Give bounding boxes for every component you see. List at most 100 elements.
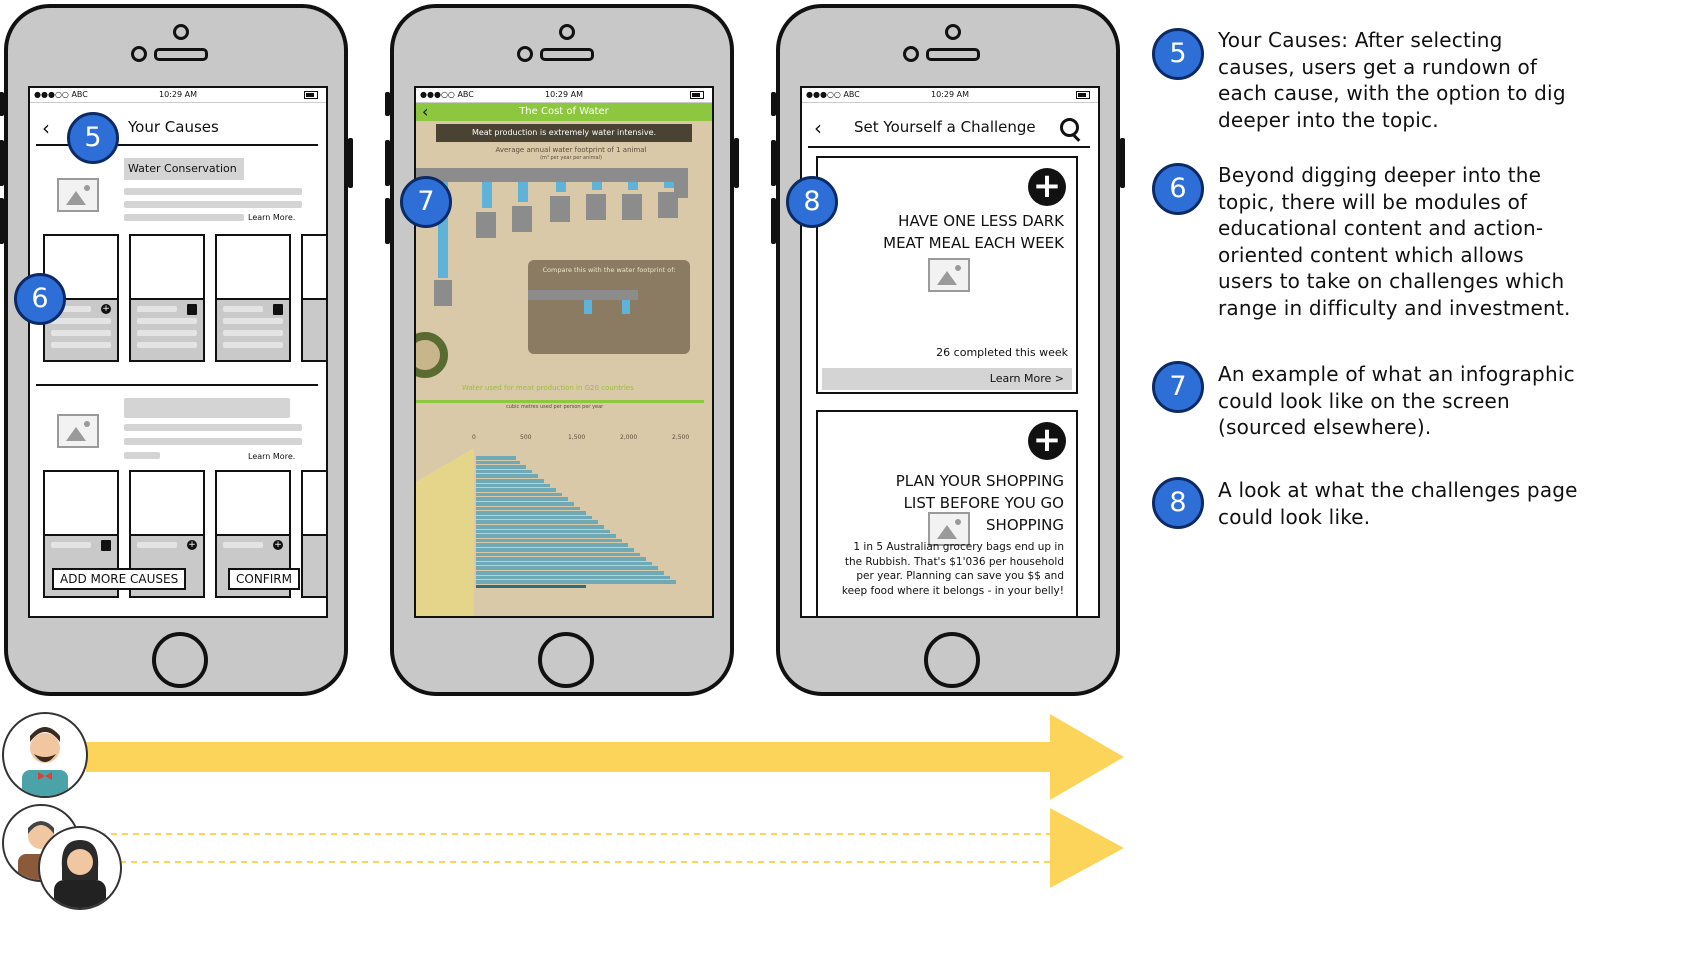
sensor-dot [559, 24, 575, 40]
camera-dot [903, 46, 919, 62]
time-label: 10:29 AM [159, 90, 197, 99]
module-card[interactable] [129, 234, 205, 362]
screen-your-causes: ●●●○○ ABC 10:29 AM ‹ Your Causes Water C… [28, 86, 328, 618]
water-stream [584, 300, 592, 314]
add-more-causes-button[interactable]: ADD MORE CAUSES [52, 568, 187, 590]
side-button [1120, 138, 1125, 188]
chart-subtitle: cubic metres used per person per year [506, 404, 604, 410]
note-number-8: 8 [1152, 477, 1204, 529]
divider [808, 146, 1090, 148]
water-stream [518, 182, 528, 202]
water-stream [622, 300, 630, 314]
side-button [771, 92, 776, 116]
learn-more-link[interactable]: Learn More. [248, 452, 296, 461]
text-placeholder [124, 424, 302, 431]
phone-mockup-infographic: ●●●○○ ABC 10:29 AM The Cost of Water ‹ M… [385, 4, 739, 696]
journey-arrows [86, 714, 1124, 888]
carrier-label: ●●●○○ ABC [806, 90, 860, 99]
time-label: 10:29 AM [545, 90, 583, 99]
infographic-banner: Meat production is extremely water inten… [436, 124, 692, 142]
learn-more-bar[interactable]: Learn More > [822, 368, 1072, 390]
animal-tile [512, 206, 532, 232]
primary-arrow-shaft [86, 742, 1052, 772]
status-bar: ●●●○○ ABC 10:29 AM [30, 88, 326, 103]
module-card-partial[interactable] [301, 234, 326, 362]
speaker-slot [540, 48, 594, 61]
home-button[interactable] [152, 632, 208, 688]
carrier-label: ●●●○○ ABC [34, 90, 88, 99]
chart-tick: 500 [520, 434, 532, 441]
learn-more-button[interactable]: Learn More > [989, 372, 1064, 385]
confirm-button[interactable]: CONFIRM [228, 568, 300, 590]
chart-bar [476, 561, 652, 566]
side-button [734, 138, 739, 188]
infographic-subtitle: Average annual water footprint of 1 anim… [495, 146, 647, 154]
chart-bar [476, 488, 556, 492]
chart-bar [476, 483, 550, 488]
plus-icon[interactable]: + [101, 304, 111, 314]
back-chevron-icon[interactable]: ‹ [422, 102, 429, 121]
chart-tick: 2,000 [620, 434, 638, 441]
home-button[interactable] [924, 632, 980, 688]
divider [36, 144, 318, 146]
challenge-card[interactable]: + HAVE ONE LESS DARK MEAT MEAL EACH WEEK… [816, 156, 1078, 394]
challenge-description: 1 in 5 Australian grocery bags end up in… [841, 541, 1064, 597]
chart-bar [476, 552, 640, 557]
chart-bar [476, 543, 628, 547]
callout-badge-8: 8 [786, 176, 838, 228]
decorative-glow [416, 448, 474, 616]
back-chevron-icon[interactable]: ‹ [42, 116, 50, 140]
compare-box: Compare this with the water footprint of… [528, 260, 690, 354]
status-bar: ●●●○○ ABC 10:29 AM [416, 88, 712, 103]
chart-bar [476, 534, 616, 538]
speaker-slot [154, 48, 208, 61]
add-challenge-plus-icon[interactable]: + [1028, 168, 1066, 206]
side-button [771, 140, 776, 186]
chart-bar [476, 571, 664, 575]
note-number-6: 6 [1152, 163, 1204, 215]
infographic-header: The Cost of Water [416, 103, 712, 121]
text-placeholder [124, 452, 160, 459]
side-button [385, 198, 390, 244]
text-placeholder [124, 214, 244, 221]
phone-mockup-challenges: ●●●○○ ABC 10:29 AM ‹ Set Yourself a Chal… [771, 4, 1125, 696]
chart-bar [476, 520, 598, 524]
side-button [348, 138, 353, 188]
chart-bar [476, 511, 586, 515]
title-placeholder [124, 398, 290, 418]
animal-tile [550, 196, 570, 222]
compare-label: Compare this with the water footprint of… [542, 266, 676, 274]
chart-bar [476, 557, 646, 561]
module-card-partial[interactable] [301, 470, 326, 598]
animal-tile [622, 194, 642, 220]
animal-tile [476, 212, 496, 238]
water-stream [556, 182, 566, 192]
water-pipe [416, 168, 686, 182]
cause-label-water-conservation[interactable]: Water Conservation [124, 158, 244, 180]
module-card[interactable] [215, 234, 291, 362]
search-icon[interactable] [1060, 118, 1081, 142]
challenge-title-line: PLAN YOUR SHOPPING [895, 472, 1064, 490]
challenge-title-line: MEAT MEAL EACH WEEK [883, 234, 1064, 252]
note-number-7: 7 [1152, 361, 1204, 413]
animal-tile [434, 280, 452, 306]
learn-more-link[interactable]: Learn More. [248, 213, 296, 222]
camera-dot [517, 46, 533, 62]
chart-vine [416, 400, 704, 403]
text-placeholder [124, 201, 302, 208]
add-challenge-plus-icon[interactable]: + [1028, 422, 1066, 460]
chart-tick: 2,500 [672, 434, 690, 441]
back-chevron-icon[interactable]: ‹ [814, 116, 822, 140]
decorative-wheel [416, 332, 448, 378]
challenge-card[interactable]: + PLAN YOUR SHOPPING LIST BEFORE YOU GO … [816, 410, 1078, 616]
side-button [771, 198, 776, 244]
chart-bar [476, 492, 562, 497]
plus-icon[interactable]: + [187, 540, 197, 550]
page-title: Set Yourself a Challenge [854, 118, 1036, 136]
book-icon [101, 540, 111, 551]
chart-bar [476, 479, 544, 483]
plus-icon[interactable]: + [273, 540, 283, 550]
completed-count: 26 completed this week [936, 346, 1068, 359]
battery-icon [1076, 91, 1090, 99]
home-button[interactable] [538, 632, 594, 688]
